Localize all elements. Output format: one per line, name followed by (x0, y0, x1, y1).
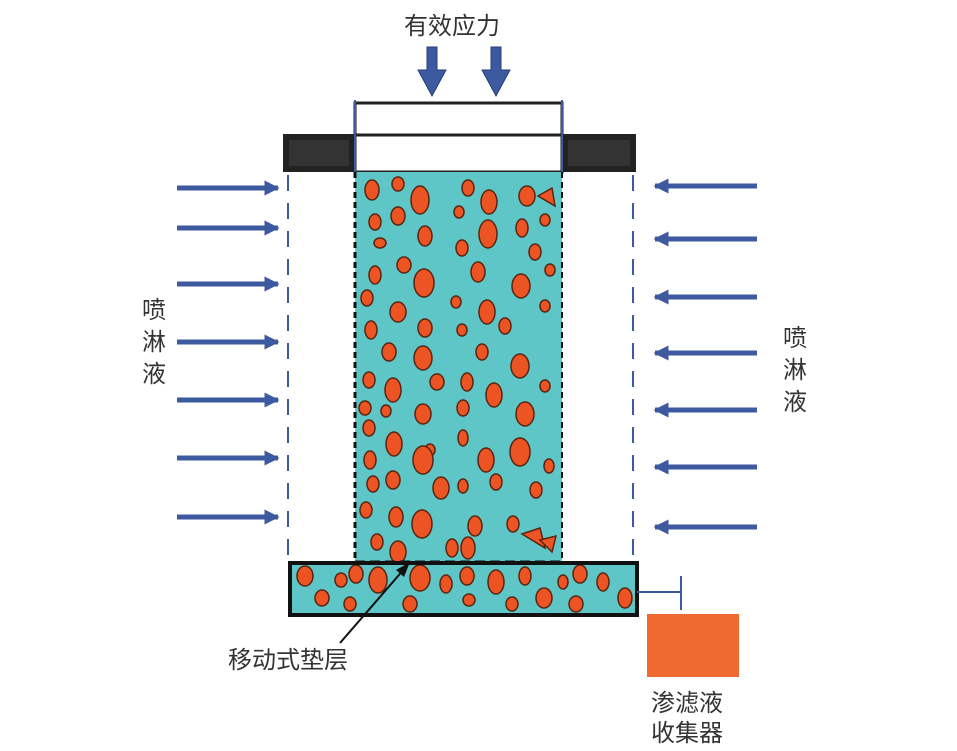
loading-plate (353, 101, 564, 137)
effective-stress-label: 有效应力 (404, 12, 500, 40)
leachate-collector-label: 渗滤液 收集器 (651, 689, 723, 747)
soil-column (355, 172, 562, 562)
spray-arrows-left (177, 180, 280, 525)
soil-particles (296, 176, 633, 613)
drain-pipe (637, 576, 682, 610)
down-arrow-icon (417, 46, 447, 98)
spray-arrows-right (653, 178, 757, 535)
pointer-arrow-icon (339, 562, 410, 644)
spray-liquid-left-label: 喷 淋 液 (142, 296, 166, 388)
piston-head (353, 133, 564, 174)
down-arrow-icon (481, 46, 511, 98)
movable-layer-label: 移动式垫层 (228, 646, 348, 674)
leachate-collector (647, 614, 739, 677)
bottom-layer-frame (288, 561, 639, 617)
spray-liquid-right-label: 喷 淋 液 (783, 324, 807, 416)
